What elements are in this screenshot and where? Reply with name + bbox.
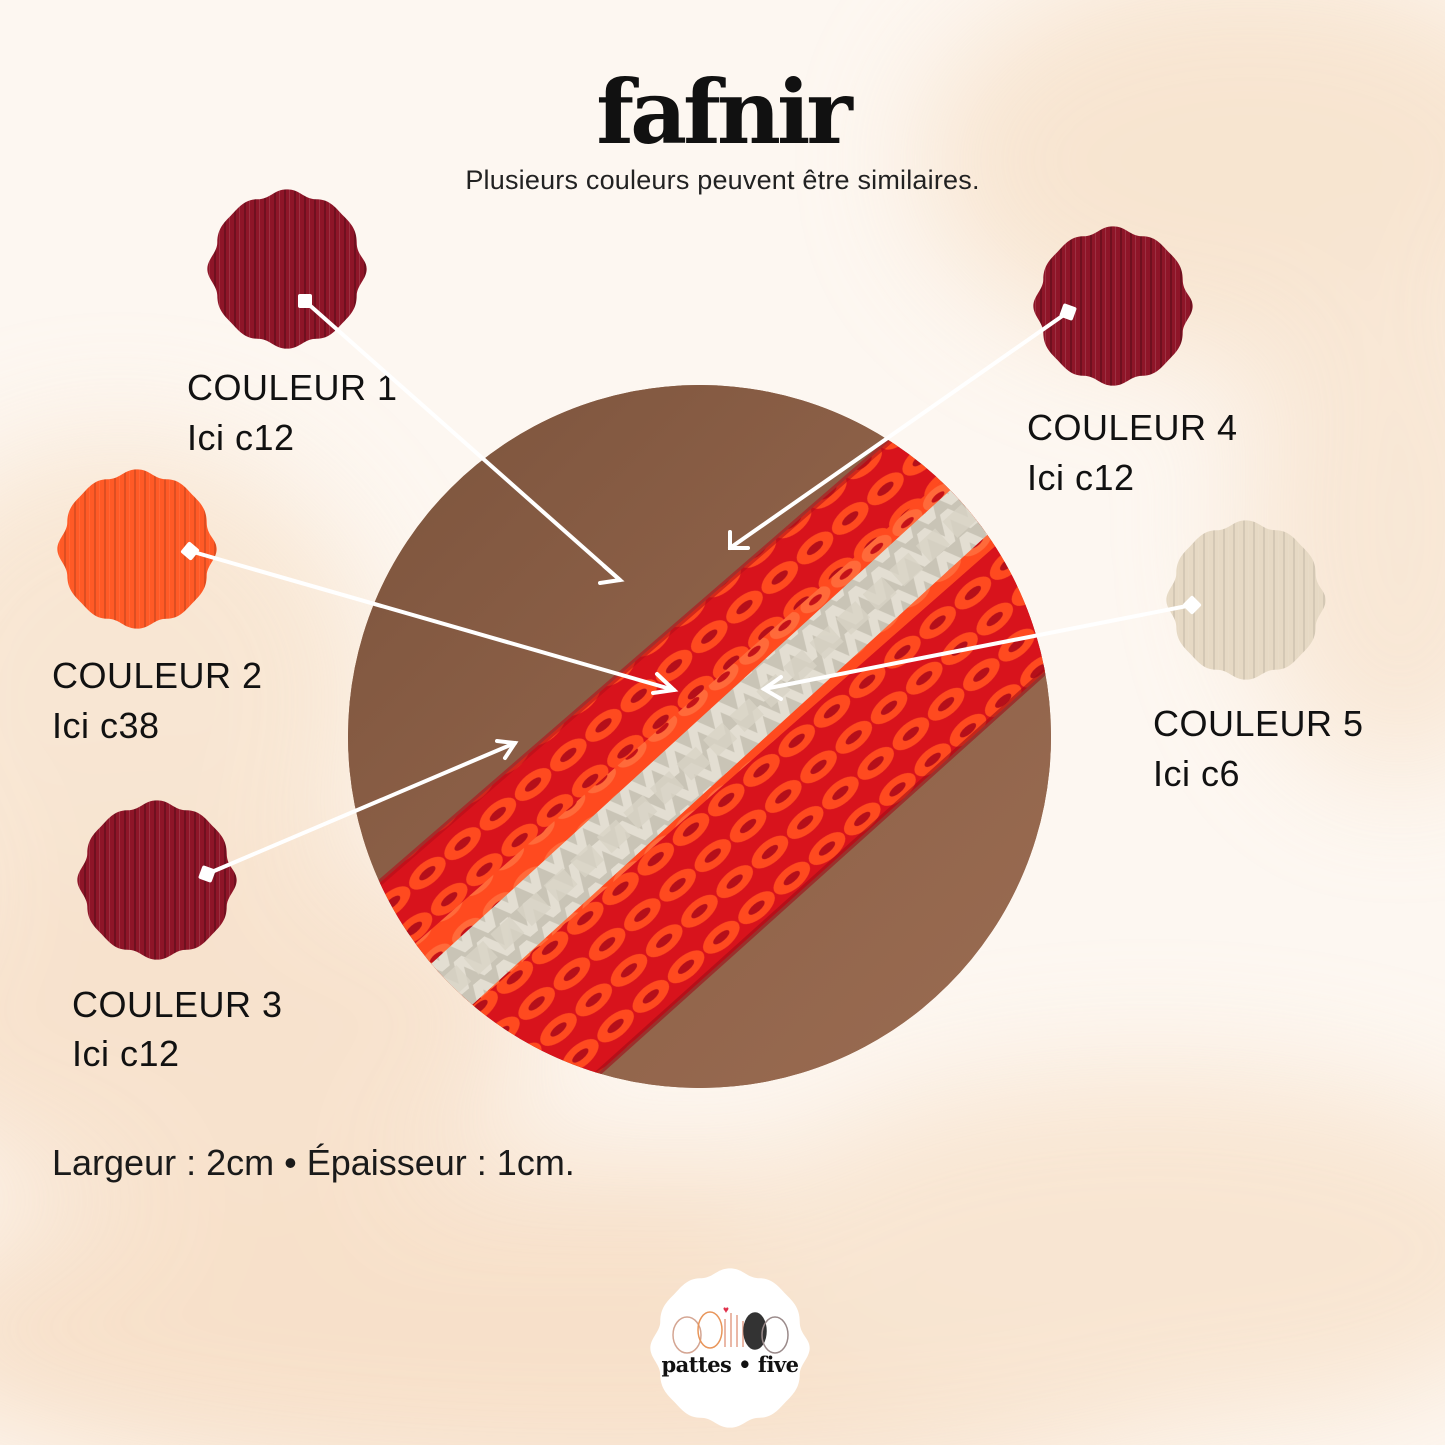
braid-photo — [348, 385, 1051, 1088]
color-1-label: COULEUR 1 — [187, 367, 398, 408]
logo-text: pattes • five — [661, 1352, 800, 1377]
hand-icon — [724, 1313, 744, 1347]
color-5-label: COULEUR 5 — [1153, 703, 1364, 744]
color-4-ref: Ici c12 — [1027, 457, 1135, 498]
product-subtitle: Plusieurs couleurs peuvent être similair… — [465, 165, 980, 195]
color-3-label: COULEUR 3 — [72, 984, 283, 1025]
color-2-label: COULEUR 2 — [52, 655, 263, 696]
product-title: fafnir — [596, 60, 853, 164]
color-4-swatch — [1033, 226, 1193, 386]
color-3-ref: Ici c12 — [72, 1033, 180, 1074]
color-1-ref: Ici c12 — [187, 417, 295, 458]
color-2-ref: Ici c38 — [52, 705, 160, 746]
paw-orange-icon — [697, 1311, 723, 1349]
paw-grey-icon — [761, 1316, 789, 1354]
paw-outline-icon — [672, 1316, 702, 1354]
color-1-swatch — [207, 189, 367, 349]
color-5-swatch — [1166, 520, 1326, 680]
logo-badge: ♥ — [650, 1268, 810, 1428]
color-5-ref: Ici c6 — [1153, 753, 1241, 794]
color-4-label: COULEUR 4 — [1027, 407, 1238, 448]
color-3-swatch — [77, 800, 237, 960]
dimensions-text: Largeur : 2cm • Épaisseur : 1cm. — [52, 1142, 575, 1183]
brand-logo: ♥ pattes • five — [647, 1265, 813, 1431]
braided-collar-illustration — [348, 385, 1051, 1088]
color-2-swatch — [57, 469, 217, 629]
heart-icon: ♥ — [723, 1305, 729, 1316]
paw-black-icon — [743, 1312, 767, 1350]
